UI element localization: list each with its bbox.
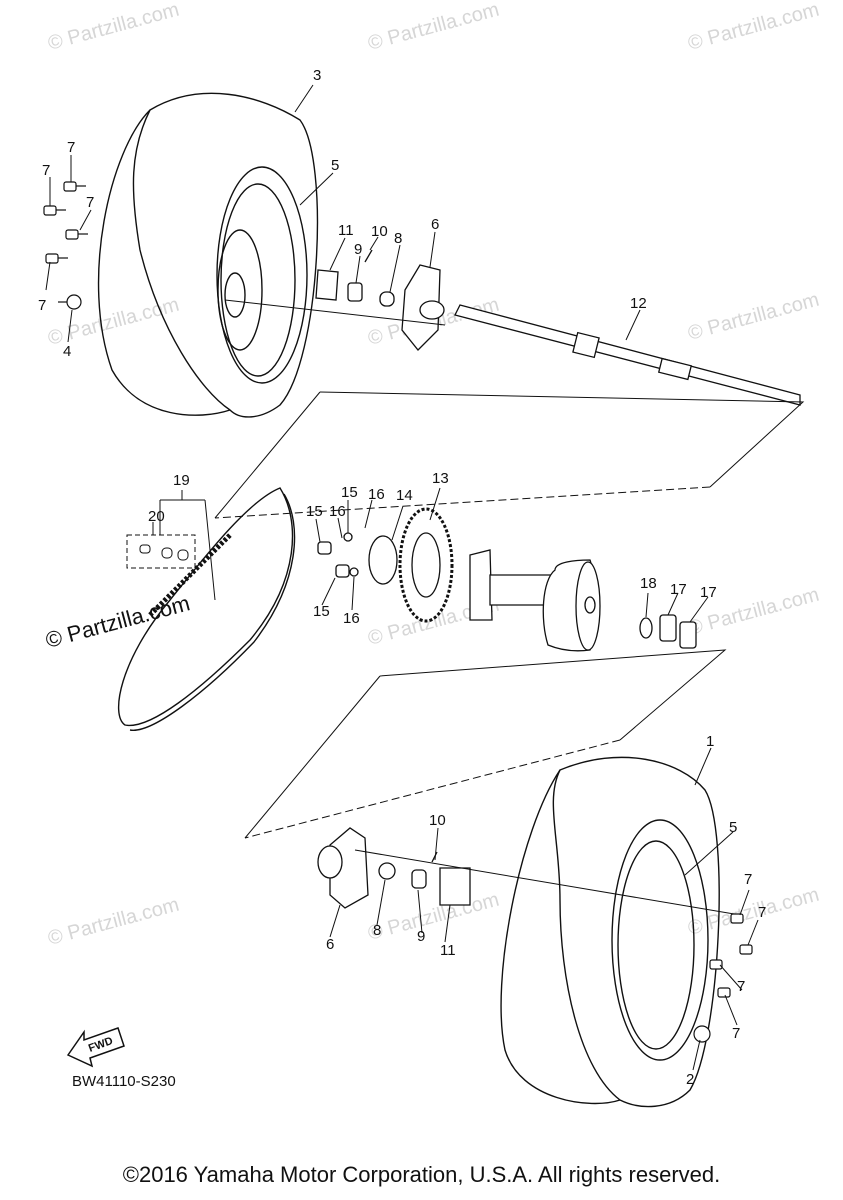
fwd-arrow-icon: FWD bbox=[66, 1027, 125, 1068]
middle-section-outline bbox=[214, 391, 805, 839]
callout-12: 12 bbox=[630, 295, 647, 312]
callout-3: 3 bbox=[313, 67, 321, 84]
callout-18: 18 bbox=[640, 575, 657, 592]
sprocket-assembly bbox=[317, 507, 454, 623]
drive-chain bbox=[117, 487, 296, 731]
callout-7-d: 7 bbox=[38, 297, 46, 314]
left-tire-outer-edge bbox=[97, 109, 231, 416]
svg-text:© Partzilla.com: © Partzilla.com bbox=[686, 289, 822, 345]
svg-text:© Partzilla.com: © Partzilla.com bbox=[46, 0, 182, 55]
callout-5-bot: 5 bbox=[729, 819, 737, 836]
callout-5-top: 5 bbox=[331, 157, 339, 174]
hub-top bbox=[315, 249, 445, 351]
callout-11-bot: 11 bbox=[440, 942, 456, 959]
callout-15-mid: 15 bbox=[306, 503, 323, 520]
callout-9-bot: 9 bbox=[417, 928, 425, 945]
callout-7-h: 7 bbox=[732, 1025, 740, 1042]
chain-link-set bbox=[126, 534, 196, 569]
callout-7-b: 7 bbox=[42, 162, 50, 179]
callout-16-top: 16 bbox=[368, 486, 385, 503]
lug-nuts-right bbox=[693, 913, 753, 1043]
callout-17-a: 17 bbox=[670, 581, 687, 598]
callout-16-mid: 16 bbox=[329, 503, 346, 520]
callout-13: 13 bbox=[432, 470, 449, 487]
callout-8-bot: 8 bbox=[373, 922, 381, 939]
svg-text:© Partzilla.com: © Partzilla.com bbox=[366, 889, 502, 945]
svg-text:© Partzilla.com: © Partzilla.com bbox=[686, 0, 822, 55]
lug-nuts-left bbox=[43, 181, 88, 310]
callout-7-f: 7 bbox=[758, 904, 766, 921]
callout-20: 20 bbox=[148, 508, 165, 525]
callout-16-bot: 16 bbox=[343, 610, 360, 627]
leader-lines bbox=[45, 84, 759, 1071]
axle-housing bbox=[469, 549, 697, 652]
callout-15-top: 15 bbox=[341, 484, 358, 501]
callout-7-g: 7 bbox=[737, 978, 745, 995]
callout-1: 1 bbox=[706, 733, 714, 750]
callout-2: 2 bbox=[686, 1071, 694, 1088]
callout-labels: 3 5 7 7 7 7 4 11 10 8 6 9 12 19 20 13 15… bbox=[38, 67, 766, 1088]
callout-4: 4 bbox=[63, 343, 71, 360]
callout-7-c: 7 bbox=[86, 194, 94, 211]
callout-15-bot: 15 bbox=[313, 603, 330, 620]
callout-7-a: 7 bbox=[67, 139, 75, 156]
callout-17-b: 17 bbox=[700, 584, 717, 601]
callout-9-top: 9 bbox=[354, 241, 362, 258]
diagram-code: BW41110-S230 bbox=[72, 1073, 176, 1090]
left-wheel-rim bbox=[216, 166, 308, 384]
callout-6-top: 6 bbox=[431, 216, 439, 233]
left-wheel-assembly bbox=[97, 92, 319, 418]
right-wheel-assembly bbox=[500, 756, 720, 1108]
svg-text:© Partzilla.com: © Partzilla.com bbox=[366, 0, 502, 55]
callout-14: 14 bbox=[396, 487, 413, 504]
callout-6-bot: 6 bbox=[326, 936, 334, 953]
callout-10-top: 10 bbox=[371, 223, 388, 240]
callout-8-top: 8 bbox=[394, 230, 402, 247]
hub-bottom bbox=[317, 827, 471, 909]
callout-11-top: 11 bbox=[338, 222, 354, 239]
copyright-notice: ©2016 Yamaha Motor Corporation, U.S.A. A… bbox=[122, 1162, 721, 1187]
callout-10-bot: 10 bbox=[429, 812, 446, 829]
svg-text:© Partzilla.com: © Partzilla.com bbox=[46, 894, 182, 950]
axle-shaft bbox=[454, 304, 801, 406]
callout-19: 19 bbox=[173, 472, 190, 489]
left-tire bbox=[132, 92, 319, 418]
callout-7-e: 7 bbox=[744, 871, 752, 888]
